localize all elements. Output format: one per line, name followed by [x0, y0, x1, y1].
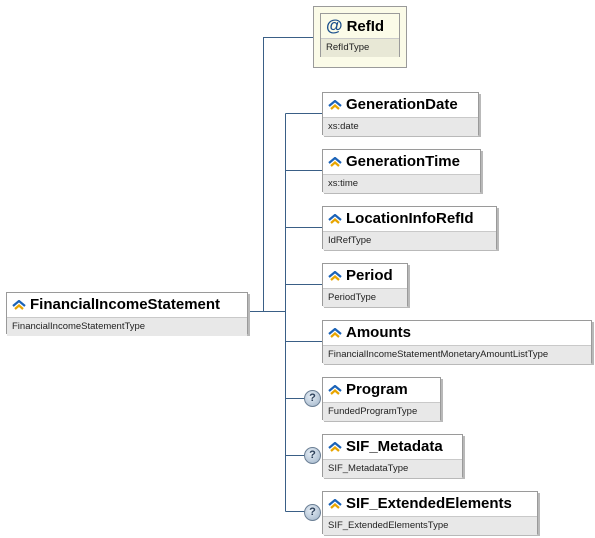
element-icon: [328, 499, 342, 509]
attribute-name: RefId: [346, 18, 385, 35]
element-icon: [328, 271, 342, 281]
element-icon: [328, 385, 342, 395]
root-element-name: FinancialIncomeStatement: [30, 296, 221, 313]
element-type: xs:time: [323, 174, 480, 193]
attribute-node-refid[interactable]: @RefId RefIdType: [320, 13, 400, 57]
element-name: GenerationTime: [346, 153, 460, 170]
element-name: Period: [346, 267, 393, 284]
element-name: SIF_ExtendedElements: [346, 495, 512, 512]
element-type: xs:date: [323, 117, 478, 136]
element-node-generationdate[interactable]: GenerationDate xs:date: [322, 92, 479, 136]
element-type: SIF_MetadataType: [323, 459, 462, 478]
element-type: SIF_ExtendedElementsType: [323, 516, 537, 535]
element-type: FundedProgramType: [323, 402, 440, 421]
element-node-generationtime[interactable]: GenerationTime xs:time: [322, 149, 481, 193]
element-type: IdRefType: [323, 231, 496, 250]
optional-question-icon: ?: [304, 504, 321, 521]
element-name: SIF_Metadata: [346, 438, 443, 455]
root-element-type: FinancialIncomeStatementType: [7, 317, 247, 336]
element-name: Amounts: [346, 324, 411, 341]
element-name: LocationInfoRefId: [346, 210, 474, 227]
element-icon: [328, 100, 342, 110]
attribute-at-icon: @: [326, 16, 343, 35]
attribute-type: RefIdType: [321, 38, 399, 57]
element-icon: [328, 157, 342, 167]
element-icon: [328, 214, 342, 224]
element-name: Program: [346, 381, 408, 398]
optional-question-icon: ?: [304, 447, 321, 464]
element-icon: [328, 328, 342, 338]
optional-question-icon: ?: [304, 390, 321, 407]
element-type: FinancialIncomeStatementMonetaryAmountLi…: [323, 345, 591, 364]
element-name: GenerationDate: [346, 96, 458, 113]
element-type: PeriodType: [323, 288, 407, 307]
root-element-node[interactable]: FinancialIncomeStatement FinancialIncome…: [6, 292, 248, 336]
element-icon: [12, 300, 26, 310]
element-icon: [328, 442, 342, 452]
attribute-group: @RefId RefIdType: [313, 6, 407, 68]
